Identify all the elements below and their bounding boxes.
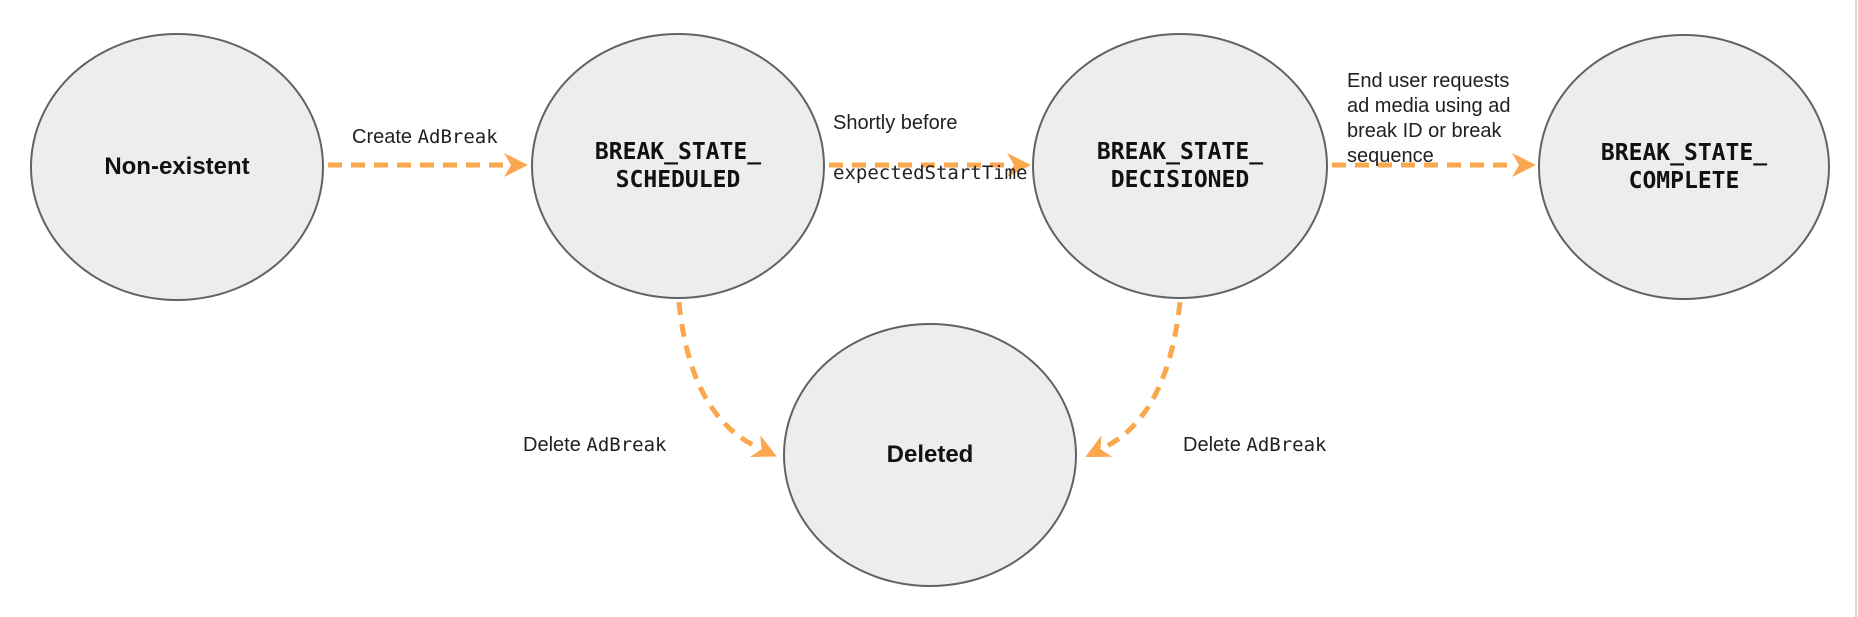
node-break-state-decisioned: BREAK_STATE_ DECISIONED xyxy=(1032,33,1328,299)
edge-label-create-adbreak-code: AdBreak xyxy=(417,126,498,148)
node-deleted: Deleted xyxy=(783,323,1077,587)
node-break-state-complete-label: BREAK_STATE_ COMPLETE xyxy=(1600,140,1768,194)
edge-label-end-user-requests-text: End user requests ad media using ad brea… xyxy=(1347,70,1511,167)
node-non-existent-label: Non-existent xyxy=(104,153,250,180)
edge-label-delete-adbreak-left: Delete AdBreak xyxy=(523,408,666,458)
node-non-existent: Non-existent xyxy=(30,33,324,301)
edge-label-shortly-before-text: Shortly before xyxy=(833,112,958,134)
edge-label-shortly-before: Shortly before expectedStartTime xyxy=(833,86,1027,211)
edge-label-delete-adbreak-left-text: Delete xyxy=(523,434,587,456)
node-break-state-complete: BREAK_STATE_ COMPLETE xyxy=(1538,34,1830,300)
edge-label-end-user-requests: End user requests ad media using ad brea… xyxy=(1347,44,1547,169)
edge-label-create-adbreak: Create AdBreak xyxy=(352,100,498,150)
node-break-state-scheduled: BREAK_STATE_ SCHEDULED xyxy=(531,33,825,299)
node-break-state-decisioned-label: BREAK_STATE_ DECISIONED xyxy=(1096,139,1264,193)
edge-delete-from-scheduled-arrow xyxy=(676,301,777,457)
page-right-rule xyxy=(1855,0,1857,617)
edge-label-delete-adbreak-right-code: AdBreak xyxy=(1246,434,1327,456)
edge-label-delete-adbreak-left-code: AdBreak xyxy=(586,434,667,456)
edge-label-create-adbreak-text: Create xyxy=(352,126,418,148)
edge-label-delete-adbreak-right: Delete AdBreak xyxy=(1183,408,1326,458)
edge-label-delete-adbreak-right-text: Delete xyxy=(1183,434,1247,456)
edge-label-shortly-before-code: expectedStartTime xyxy=(833,162,1028,184)
node-break-state-scheduled-label: BREAK_STATE_ SCHEDULED xyxy=(594,139,762,193)
node-deleted-label: Deleted xyxy=(886,441,974,468)
edge-delete-from-decisioned-arrow xyxy=(1085,301,1183,457)
